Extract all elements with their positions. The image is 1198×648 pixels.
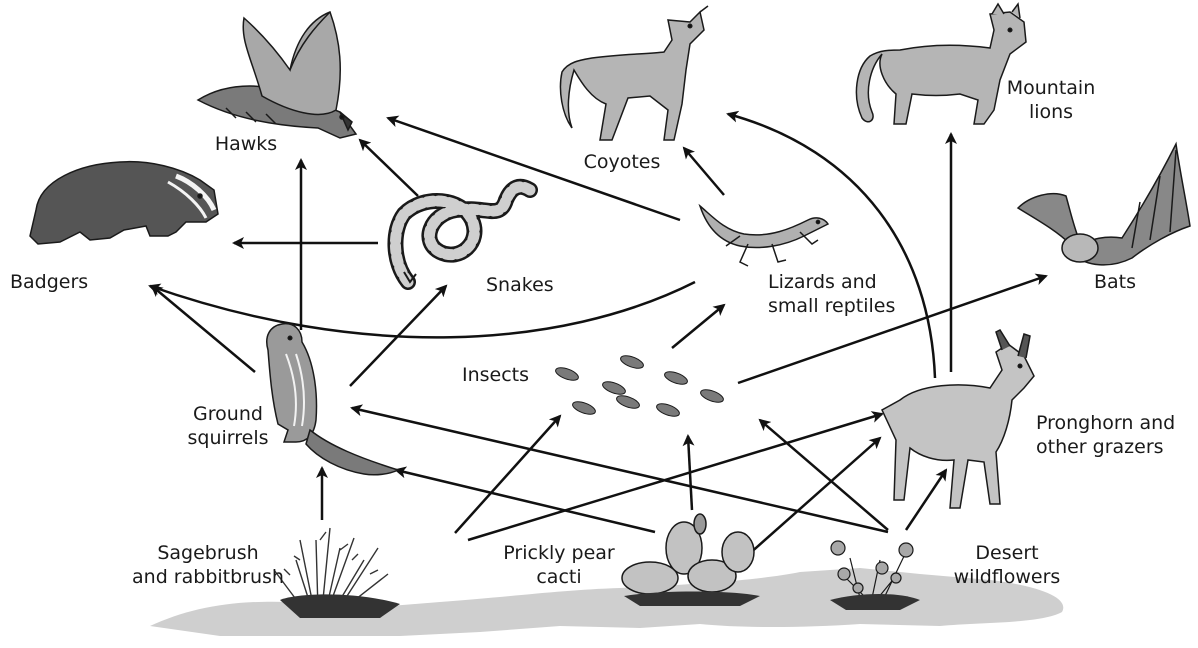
label-snakes: Snakes bbox=[486, 273, 576, 297]
label-lizards-line2: small reptiles bbox=[768, 294, 938, 318]
hawk-illustration bbox=[198, 12, 356, 138]
label-wildflowers-line2: wildflowers bbox=[942, 565, 1072, 589]
label-mountain-lions: Mountain lions bbox=[996, 76, 1106, 124]
label-badgers: Badgers bbox=[10, 270, 110, 294]
label-ground-squirrels-line2: squirrels bbox=[178, 426, 278, 450]
label-wildflowers-line1: Desert bbox=[942, 541, 1072, 565]
label-sagebrush: Sagebrush and rabbitbrush bbox=[128, 541, 288, 589]
label-pronghorn-line1: Pronghorn and bbox=[1036, 411, 1196, 435]
label-ground-squirrels: Ground squirrels bbox=[178, 402, 278, 450]
sagebrush-illustration bbox=[274, 528, 400, 618]
label-sagebrush-line1: Sagebrush bbox=[128, 541, 288, 565]
label-hawks: Hawks bbox=[206, 132, 286, 156]
arrow-sagebrush-to-insects bbox=[455, 416, 560, 533]
arrow-wildflowers-to-squirrels bbox=[352, 408, 888, 532]
badger-illustration bbox=[30, 162, 218, 244]
label-pronghorn-line2: other grazers bbox=[1036, 435, 1196, 459]
arrow-sagebrush-to-pronghorn bbox=[468, 414, 882, 540]
arrow-wildflowers-to-pronghorn bbox=[906, 470, 946, 530]
arrow-squirrel-to-badgers bbox=[152, 286, 255, 372]
label-lizards-line1: Lizards and bbox=[768, 270, 938, 294]
label-coyotes: Coyotes bbox=[572, 150, 672, 174]
coyote-illustration bbox=[560, 6, 708, 140]
arrow-lizards-to-coyotes bbox=[684, 148, 724, 195]
label-mountain-lions-line1: Mountain bbox=[996, 76, 1106, 100]
label-ground-squirrels-line1: Ground bbox=[178, 402, 278, 426]
arrow-wildflowers-to-insects bbox=[760, 420, 888, 530]
arrow-snakes-to-hawks bbox=[360, 140, 418, 196]
bat-illustration bbox=[1018, 144, 1190, 265]
label-prickly-pear-line2: cacti bbox=[494, 565, 624, 589]
label-bats: Bats bbox=[1094, 270, 1154, 294]
label-prickly-pear: Prickly pear cacti bbox=[494, 541, 624, 589]
arrow-insects-to-lizards bbox=[672, 305, 724, 348]
ground-squirrel-illustration bbox=[267, 324, 398, 475]
label-wildflowers: Desert wildflowers bbox=[942, 541, 1072, 589]
pronghorn-illustration bbox=[882, 330, 1034, 508]
label-insects: Insects bbox=[462, 363, 542, 387]
snake-illustration bbox=[395, 187, 530, 282]
label-mountain-lions-line2: lions bbox=[996, 100, 1106, 124]
label-lizards: Lizards and small reptiles bbox=[768, 270, 938, 318]
label-sagebrush-line2: and rabbitbrush bbox=[128, 565, 288, 589]
lizard-illustration bbox=[700, 206, 828, 266]
arrow-cacti-to-pronghorn bbox=[748, 438, 880, 555]
label-prickly-pear-line1: Prickly pear bbox=[494, 541, 624, 565]
insects-illustration bbox=[554, 353, 725, 419]
label-pronghorn: Pronghorn and other grazers bbox=[1036, 411, 1196, 459]
